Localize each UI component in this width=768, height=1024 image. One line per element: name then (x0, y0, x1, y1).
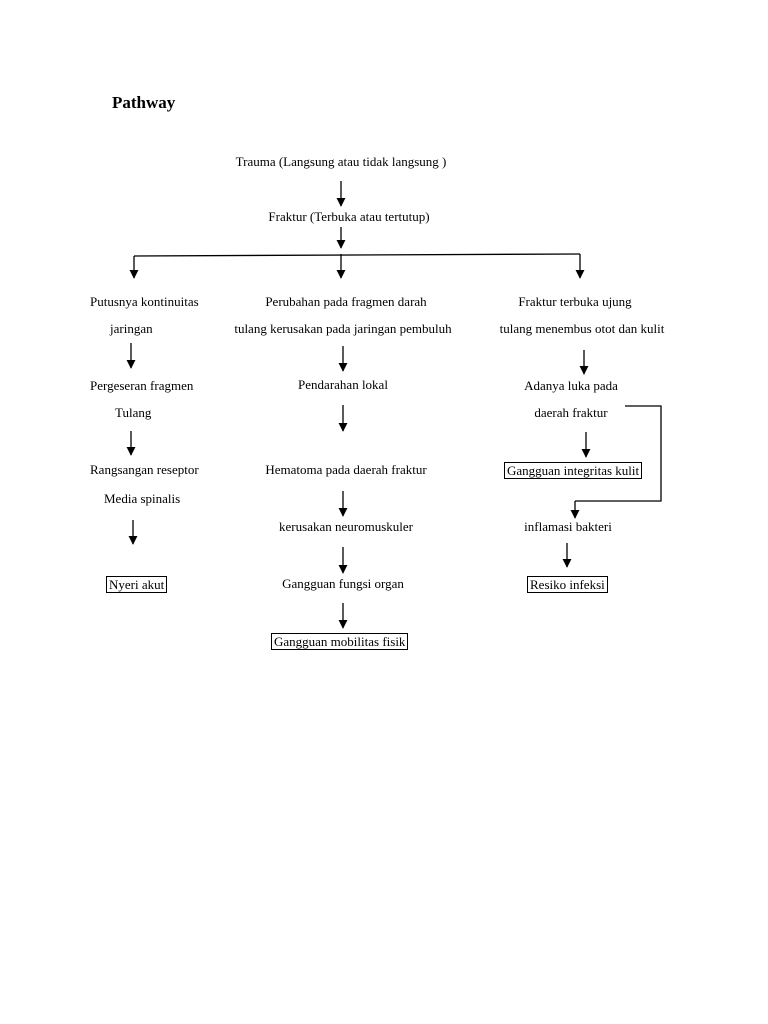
middle-node-1-line1: Perubahan pada fragmen darah (265, 294, 427, 309)
right-node-1-line1: Fraktur terbuka ujung (518, 294, 632, 309)
result-nyeri-akut: Nyeri akut (106, 576, 168, 593)
middle-node-1-line2: tulang kerusakan pada jaringan pembuluh (234, 321, 452, 336)
result-resiko-infeksi: Resiko infeksi (527, 576, 608, 593)
result-gangguan-integritas-kulit: Gangguan integritas kulit (504, 462, 643, 479)
left-node-2-line1: Pergeseran fragmen (90, 378, 194, 393)
connector-luka-to-inflamasi (575, 405, 662, 502)
node-trauma: Trauma (Langsung atau tidak langsung ) (235, 154, 447, 169)
right-node-2-line1: Adanya luka pada (524, 378, 618, 393)
middle-node-2: Pendarahan lokal (298, 377, 388, 392)
middle-node-4: kerusakan neuromuskuler (279, 519, 413, 534)
middle-node-5: Gangguan fungsi organ (282, 576, 404, 591)
result-gangguan-mobilitas-fisik: Gangguan mobilitas fisik (271, 633, 409, 650)
page-title: Pathway (112, 93, 176, 112)
left-node-2-line2: Tulang (115, 405, 152, 420)
right-node-3: inflamasi bakteri (524, 519, 612, 534)
middle-node-3: Hematoma pada daerah fraktur (265, 462, 427, 477)
node-fraktur: Fraktur (Terbuka atau tertutup) (268, 209, 430, 224)
right-node-2-line2: daerah fraktur (534, 405, 608, 420)
branch-bar (133, 253, 581, 257)
right-node-1-line2: tulang menembus otot dan kulit (499, 321, 665, 336)
left-node-3-line1: Rangsangan reseptor (90, 462, 199, 477)
left-node-1-line1: Putusnya kontinuitas (90, 294, 199, 309)
left-node-3-line2: Media spinalis (104, 491, 181, 506)
left-node-1-line2: jaringan (110, 321, 153, 336)
